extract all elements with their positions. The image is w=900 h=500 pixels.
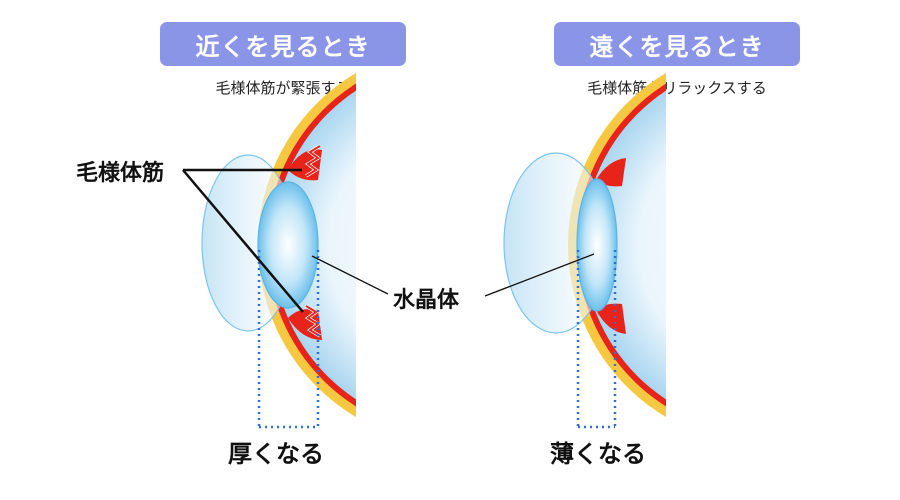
far-result-label: 薄くなる (550, 440, 646, 468)
far-ciliary-top (596, 158, 626, 187)
near-title-badge: 近くを見るとき (160, 22, 406, 66)
far-subtitle: 毛様体筋がリラックスする (587, 79, 767, 97)
lens-pointer-lines (311, 253, 595, 297)
ciliary-pointer-lines (182, 168, 304, 313)
near-lens (257, 181, 319, 309)
near-thickness-guide (257, 250, 320, 429)
far-lens (576, 178, 618, 312)
far-title-badge: 遠くを見るとき (554, 22, 800, 66)
far-thickness-guide (576, 250, 617, 429)
ciliary-muscle-label: 毛様体筋 (76, 161, 165, 186)
lens-label: 水晶体 (393, 288, 460, 313)
near-result-label: 厚くなる (228, 440, 324, 468)
far-eyeball (583, 90, 666, 400)
near-subtitle: 毛様体筋が緊張する (215, 79, 351, 97)
far-ciliary-bottom (596, 303, 626, 334)
far-eye (568, 73, 666, 417)
